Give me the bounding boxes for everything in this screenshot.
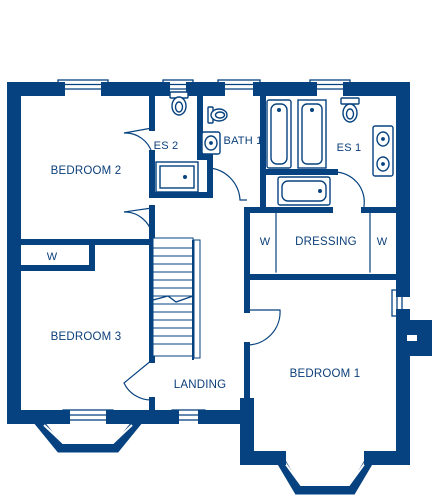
bay-bedroom1: [275, 455, 375, 495]
bay-windows: [34, 418, 375, 495]
room-label-landing: LANDING: [174, 379, 227, 391]
room-label-wardrobe-bed2: W: [47, 251, 58, 263]
room-label-wardrobe-left: W: [260, 236, 271, 248]
room-label-es1: ES 1: [337, 142, 362, 154]
walls: [7, 82, 432, 465]
bath-icon: [277, 176, 331, 206]
toilet-icon: [340, 97, 360, 123]
basin-icon: [372, 125, 394, 177]
toilet-icon: [169, 91, 189, 116]
room-labels: BEDROOM 2 ES 2 BATH 1 ES 1 DRESSING W W …: [47, 135, 388, 391]
room-label-es2: ES 2: [154, 140, 179, 152]
room-label-bath1: BATH 1: [224, 135, 263, 147]
room-label-bedroom3: BEDROOM 3: [51, 331, 122, 343]
bath-icon: [266, 99, 292, 169]
bay-bedroom3: [34, 418, 142, 453]
toilet-icon: [207, 106, 228, 124]
door-swings: [123, 127, 365, 401]
staircase: [152, 237, 201, 360]
shower-tray-icon: [155, 161, 199, 193]
shower-tray-icon: [297, 99, 327, 169]
room-label-bedroom2: BEDROOM 2: [51, 165, 122, 177]
fixtures: [155, 91, 394, 206]
room-label-bedroom1: BEDROOM 1: [290, 368, 361, 380]
room-label-dressing: DRESSING: [295, 236, 357, 248]
room-label-wardrobe-right: W: [377, 236, 388, 248]
basin-icon: [201, 131, 221, 155]
